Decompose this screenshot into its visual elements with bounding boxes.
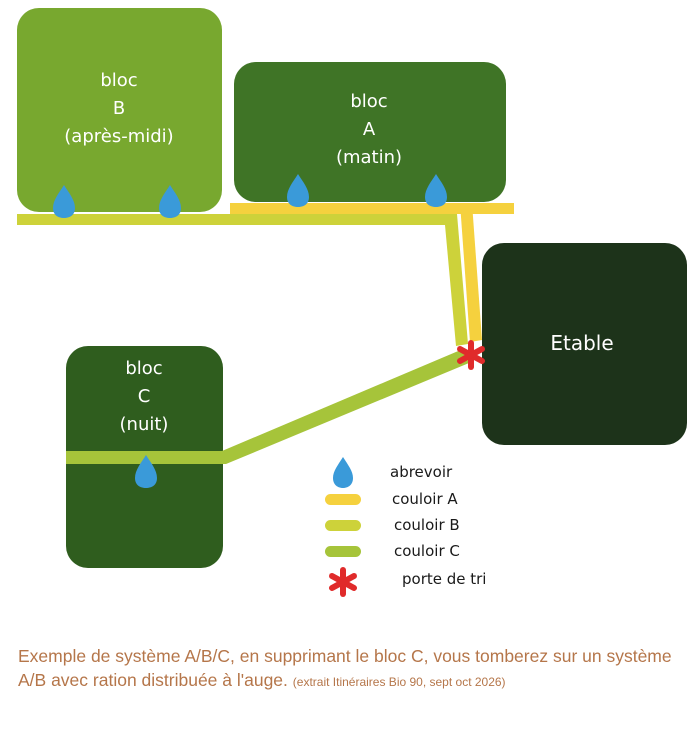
diagram: bloc B (après-midi) bloc A (matin) bloc … (17, 8, 687, 597)
couloir-b-vertical (444, 214, 468, 346)
couloir-b-horizontal (17, 214, 457, 225)
water-drop-icon (135, 455, 157, 488)
legend-porte-de-tri-label: porte de tri (402, 570, 486, 588)
legend-sorting-gate-icon (329, 567, 357, 597)
bloc-b-box (17, 8, 222, 212)
legend-couloir-c-swatch (325, 546, 361, 557)
water-drop-icon (53, 185, 75, 218)
water-drop-icon (425, 174, 447, 207)
couloir-a-horizontal (230, 203, 514, 214)
etable-box (482, 243, 687, 445)
caption-text: Exemple de système A/B/C, en supprimant … (18, 646, 672, 690)
sorting-gate-icon (457, 340, 485, 370)
legend-water-drop-icon (333, 457, 353, 488)
caption-source: (extrait Itinéraires Bio 90, sept oct 20… (292, 675, 506, 689)
bloc-a-label-1: bloc (350, 91, 387, 112)
bloc-b-label-3: (après-midi) (64, 126, 173, 147)
couloir-a-vertical (460, 203, 482, 342)
legend-couloir-b-swatch (325, 520, 361, 531)
bloc-b-label-2: B (113, 98, 125, 119)
water-drop-icon (287, 174, 309, 207)
legend-couloir-a-swatch (325, 494, 361, 505)
etable-label: Etable (550, 331, 613, 355)
couloir-c-diagonal (222, 349, 469, 464)
legend-couloir-b-label: couloir B (394, 516, 460, 534)
bloc-c-label-1: bloc (125, 358, 162, 379)
bloc-b-label-1: bloc (100, 70, 137, 91)
bloc-a-box (234, 62, 506, 202)
bloc-c-label-2: C (138, 386, 151, 407)
water-drop-icon (159, 185, 181, 218)
figure-caption: Exemple de système A/B/C, en supprimant … (18, 644, 688, 694)
bloc-a-label-2: A (363, 119, 376, 140)
bloc-c-label-3: (nuit) (120, 414, 169, 435)
bloc-a-label-3: (matin) (336, 147, 402, 168)
legend-couloir-c-label: couloir C (394, 542, 460, 560)
legend-abrevoir-label: abrevoir (390, 463, 453, 481)
legend-couloir-a-label: couloir A (392, 490, 458, 508)
